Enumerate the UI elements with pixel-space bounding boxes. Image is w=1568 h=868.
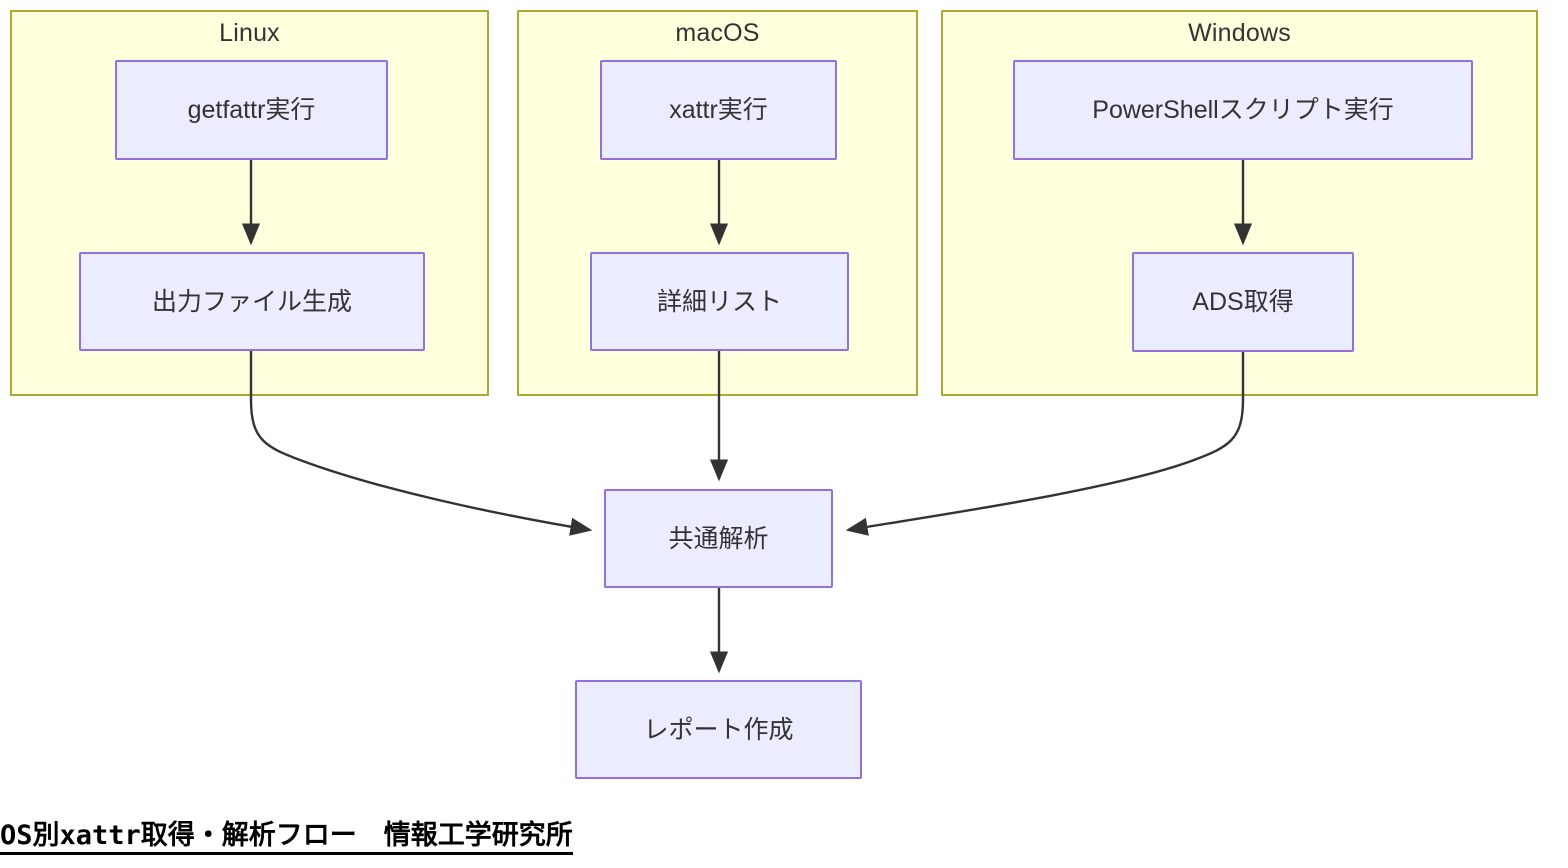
node-common-analysis-label: 共通解析 [668, 524, 769, 553]
node-powershell-script[interactable]: PowerShellスクリプト実行 [1013, 60, 1473, 160]
subgraph-linux-title: Linux [219, 19, 280, 47]
subgraph-windows-title: Windows [1188, 19, 1291, 47]
node-ads-acquire[interactable]: ADS取得 [1132, 252, 1354, 352]
node-getfattr[interactable]: getfattr実行 [115, 60, 388, 160]
diagram-caption: OS別xattr取得・解析フロー 情報工学研究所 [0, 820, 573, 856]
node-report-creation-label: レポート作成 [643, 715, 794, 744]
node-xattr[interactable]: xattr実行 [600, 60, 837, 160]
node-common-analysis[interactable]: 共通解析 [604, 489, 833, 588]
node-linux-output-file[interactable]: 出力ファイル生成 [79, 252, 425, 351]
node-getfattr-label: getfattr実行 [187, 96, 316, 124]
node-report-creation[interactable]: レポート作成 [575, 680, 862, 779]
node-mac-detail-list[interactable]: 詳細リスト [590, 252, 849, 351]
node-ads-acquire-label: ADS取得 [1192, 288, 1294, 316]
node-xattr-label: xattr実行 [669, 96, 768, 124]
subgraph-macos-title: macOS [675, 19, 760, 47]
node-linux-output-file-label: 出力ファイル生成 [151, 287, 352, 316]
node-mac-detail-list-label: 詳細リスト [656, 287, 782, 316]
node-powershell-script-label: PowerShellスクリプト実行 [1092, 96, 1394, 124]
